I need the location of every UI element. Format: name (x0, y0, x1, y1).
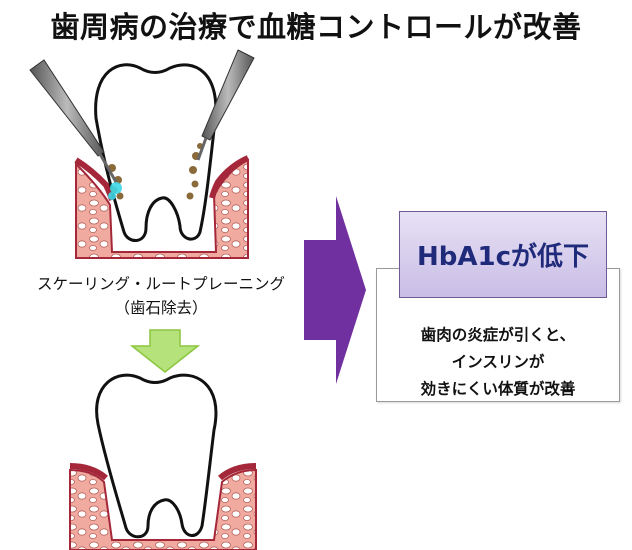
procedure-detail: （歯石除去） (114, 299, 208, 317)
tooth-crown-after (95, 373, 218, 539)
cleaning-spark (108, 182, 122, 200)
right-arrow-purple (304, 196, 366, 384)
result-text: 歯肉の炎症が引くと、 インスリンが 効きにくい体質が改善 (376, 322, 620, 403)
scaler-instrument-left (29, 59, 118, 183)
tooth-crown-before (94, 63, 218, 242)
gum-after (69, 468, 257, 550)
result-line-2: インスリンが (451, 353, 545, 371)
result-line-3: 効きにくい体質が改善 (420, 380, 576, 398)
tooth-before (29, 49, 255, 259)
hba1c-headline: HbA1cが低下 (417, 242, 589, 272)
procedure-name: スケーリング・ルートプレーニング (36, 275, 285, 293)
result-line-1: 歯肉の炎症が引くと、 (420, 326, 576, 344)
down-arrow-green (129, 329, 201, 373)
scaler-instrument-right (196, 49, 255, 161)
tooth-after (69, 373, 257, 550)
diagram-title: 歯周病の治療で血糖コントロールが改善 (50, 10, 582, 44)
hba1c-headline-box: HbA1cが低下 (399, 211, 607, 298)
